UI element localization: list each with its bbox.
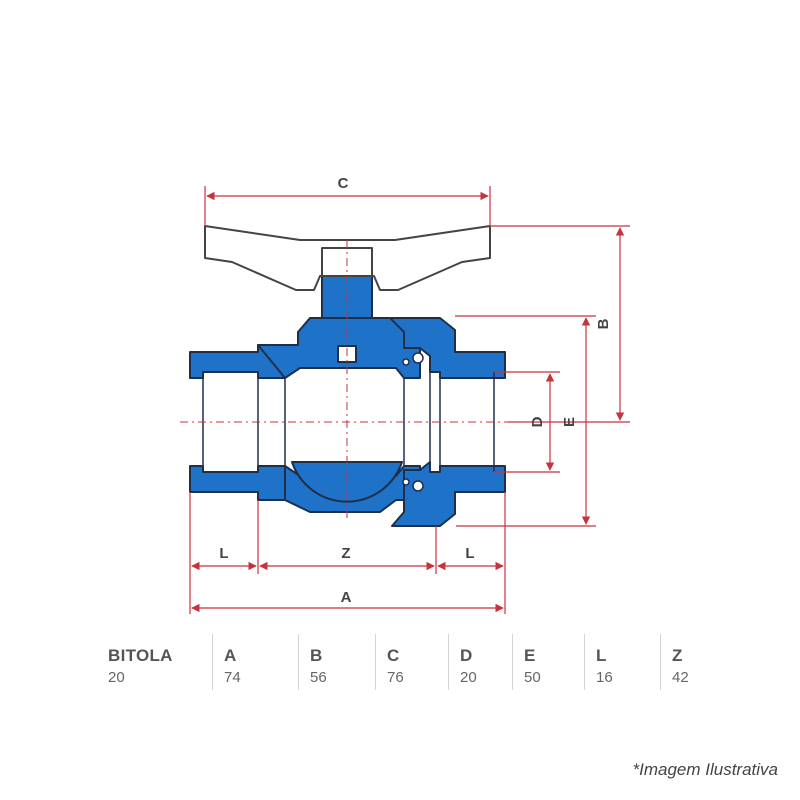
dim-label-a: A	[341, 589, 352, 606]
spec-header: E	[524, 646, 536, 665]
dim-label-d: D	[529, 416, 546, 427]
spec-value: 20	[108, 669, 125, 686]
spec-header: BITOLA	[108, 646, 173, 665]
dimensions-table: BITOLA 20 A 74 B 56 C 76 D 20 E 50 L 16 …	[100, 632, 720, 692]
dim-label-z: Z	[341, 545, 350, 562]
spec-value: 56	[310, 669, 327, 686]
spec-value: 16	[596, 669, 613, 686]
valve-svg: C B E D L Z L A	[180, 175, 630, 614]
dim-label-c: C	[338, 175, 349, 192]
spec-header: Z	[672, 646, 683, 665]
left-socket-bottom-wall	[189, 465, 286, 501]
union-nut-lower	[391, 461, 506, 527]
dim-label-l-right: L	[465, 545, 474, 562]
dim-label-b: B	[595, 318, 612, 329]
spec-header: D	[460, 646, 473, 665]
spec-value: 42	[672, 669, 689, 686]
dim-label-l-left: L	[219, 545, 228, 562]
union-nut	[389, 317, 506, 379]
ball-valve-drawing: C B E D L Z L A	[180, 175, 630, 614]
dim-label-e: E	[561, 417, 578, 427]
spec-header: B	[310, 646, 323, 665]
spec-value: 20	[460, 669, 477, 686]
centre-lines	[180, 240, 520, 520]
spec-value: 50	[524, 669, 541, 686]
dimension-lines	[189, 186, 630, 614]
spec-header: L	[596, 646, 607, 665]
o-ring-seals	[402, 352, 424, 492]
spec-value: 74	[224, 669, 241, 686]
illustrative-image-note: *Imagem Ilustrativa	[632, 760, 779, 779]
spec-header: A	[224, 646, 237, 665]
spec-header: C	[387, 646, 400, 665]
valve-body	[189, 261, 506, 527]
spec-value: 76	[387, 669, 404, 686]
